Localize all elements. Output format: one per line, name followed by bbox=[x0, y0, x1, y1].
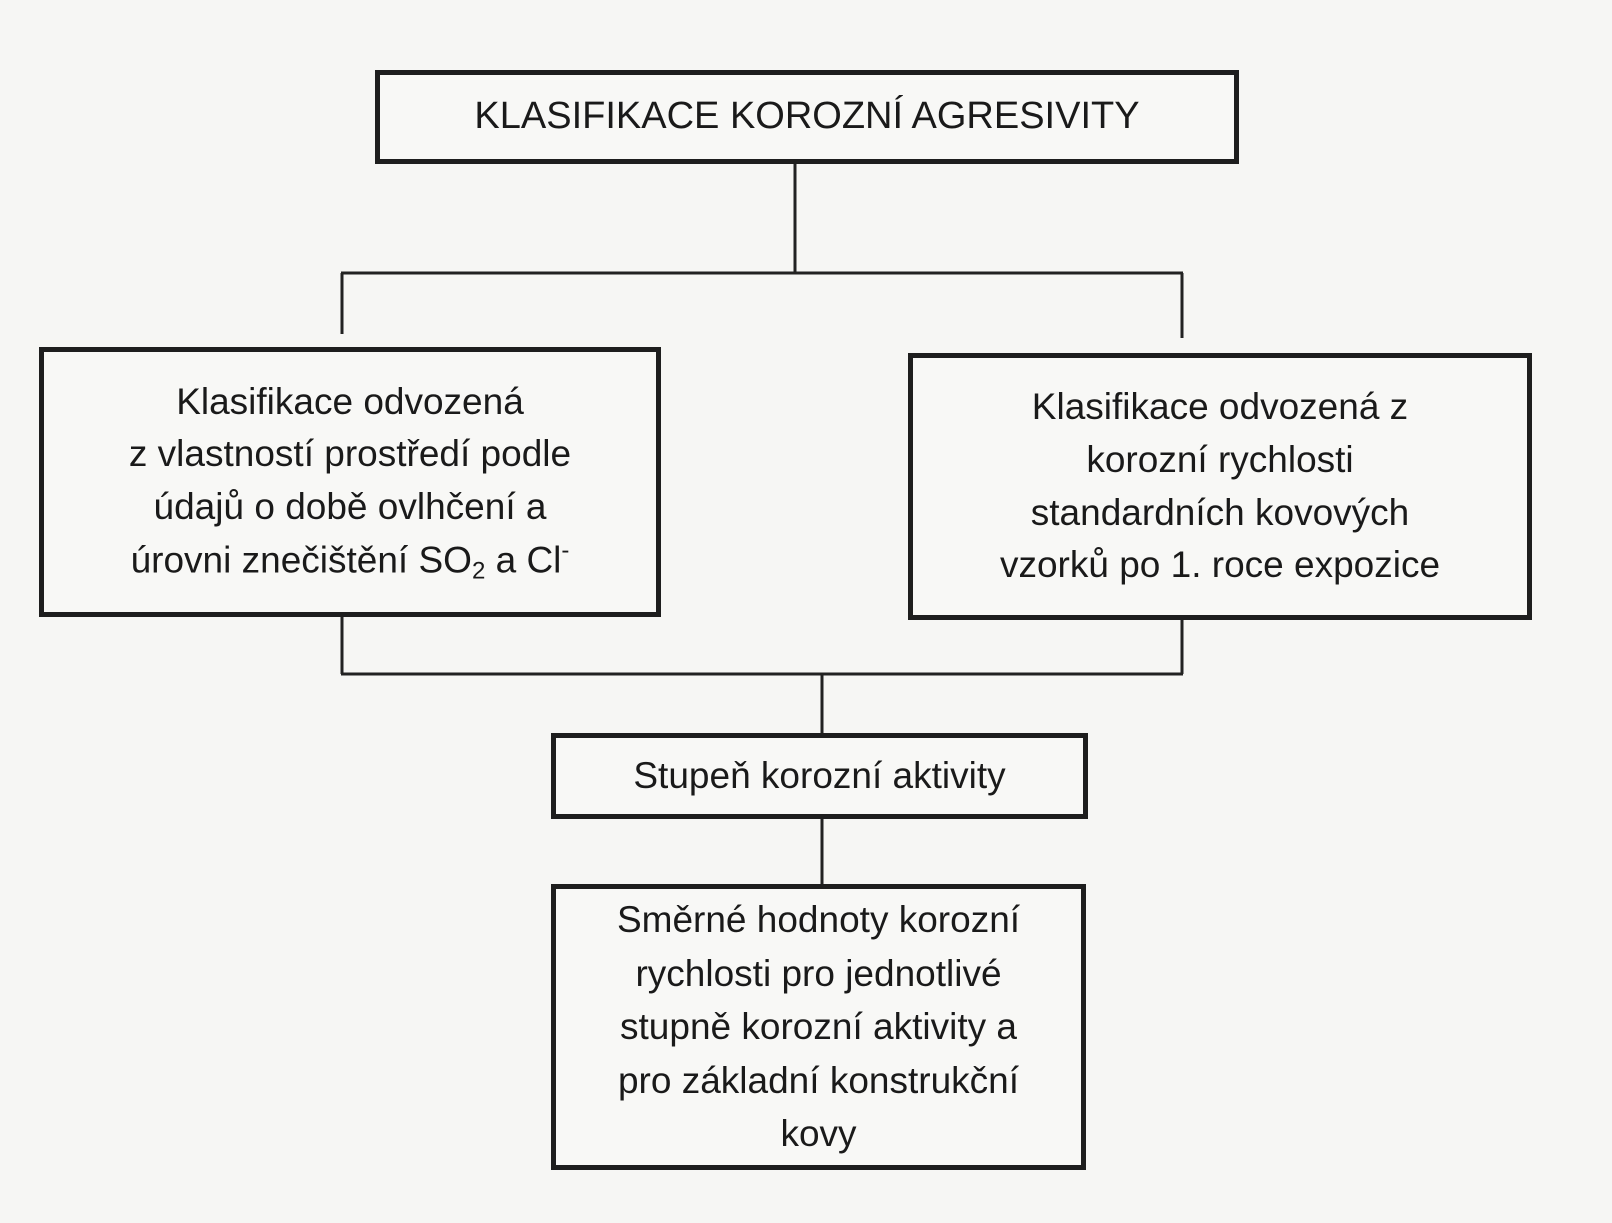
so2-subscript: 2 bbox=[471, 556, 486, 584]
bottom-line-1: Směrné hodnoty korozní bbox=[616, 898, 1021, 940]
bottom-line-2: rychlosti pro jednotlivé bbox=[635, 952, 1002, 994]
corrosion-rate-classification-box: Klasifikace odvozená z korozní rychlosti… bbox=[908, 353, 1532, 620]
bottom-line-4: pro základní konstrukční bbox=[617, 1059, 1020, 1101]
left-line-4-prefix: úrovni znečištění SO bbox=[130, 538, 472, 580]
title-text: KLASIFIKACE KOROZNÍ AGRESIVITY bbox=[474, 95, 1140, 138]
right-line-1: Klasifikace odvozená z bbox=[1031, 386, 1409, 428]
bottom-line-5: kovy bbox=[780, 1113, 857, 1155]
right-line-2: korozní rychlosti bbox=[1086, 438, 1354, 480]
environment-classification-box: Klasifikace odvozená z vlastností prostř… bbox=[39, 347, 661, 617]
left-line-3: údajů o době ovlhčení a bbox=[153, 485, 547, 527]
title-box: KLASIFIKACE KOROZNÍ AGRESIVITY bbox=[375, 70, 1239, 164]
corrosivity-category-box: Stupeň korozní aktivity bbox=[551, 733, 1088, 819]
right-line-4: vzorků po 1. roce expozice bbox=[999, 544, 1441, 586]
cl-superscript: - bbox=[561, 536, 570, 564]
right-line-3: standardních kovových bbox=[1030, 491, 1410, 533]
left-line-4: úrovni znečištění SO2 a Cl- bbox=[129, 534, 571, 589]
guideline-values-box: Směrné hodnoty korozní rychlosti pro jed… bbox=[551, 884, 1086, 1170]
middle-text: Stupeň korozní aktivity bbox=[633, 754, 1006, 796]
left-line-2: z vlastností prostředí podle bbox=[128, 433, 572, 475]
bottom-line-3: stupně korozní aktivity a bbox=[620, 1006, 1017, 1048]
left-line-4-middle: a Cl bbox=[485, 538, 562, 580]
left-line-1: Klasifikace odvozená bbox=[176, 380, 524, 422]
